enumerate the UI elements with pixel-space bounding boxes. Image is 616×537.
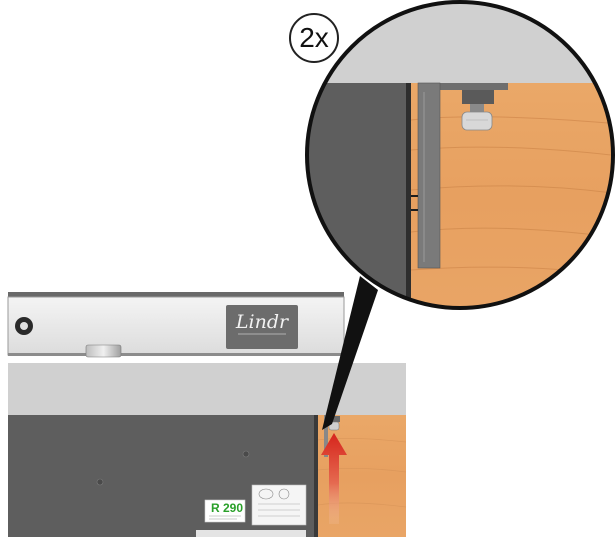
- quantity-badge: 2x: [289, 13, 339, 63]
- refrigerant-label: R 290: [211, 501, 243, 515]
- brand-logo: Lindr: [226, 305, 298, 349]
- upper-unit: Lindr: [7, 292, 345, 358]
- screw-icon: [96, 478, 104, 486]
- mounting-bracket: [417, 82, 508, 269]
- knob-icon: [15, 317, 33, 335]
- callout-pointer: [322, 276, 378, 430]
- refrigerant-sticker: R 290: [204, 499, 246, 523]
- screw-icon: [242, 450, 250, 458]
- rating-label: [251, 484, 307, 526]
- magnifier-callout: [305, 0, 615, 310]
- brand-logo-text: Lindr: [235, 311, 290, 333]
- leveling-foot: [85, 344, 122, 358]
- quantity-label: 2x: [299, 22, 329, 53]
- screw-icon: [461, 90, 494, 131]
- up-arrow-icon: [321, 433, 347, 524]
- lower-cabinet: R 290: [8, 363, 407, 537]
